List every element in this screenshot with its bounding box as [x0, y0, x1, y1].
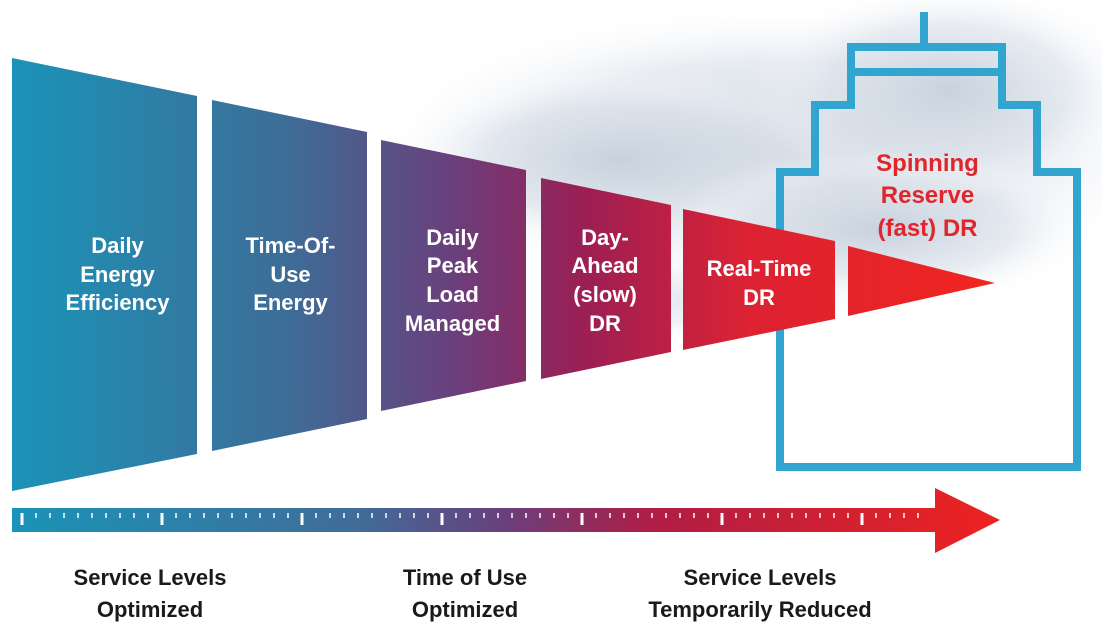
progression-arrow: [12, 488, 1000, 553]
segment-real-time-dr: [683, 209, 835, 350]
label-day-ahead-dr: Day- Ahead (slow) DR: [571, 224, 639, 336]
label-time-of-use-energy: Time-Of- Use Energy: [245, 233, 336, 316]
label-daily-peak-load-managed: Daily Peak Load Managed: [404, 224, 501, 336]
caption-service-levels-temporarily-reduced: Service Levels Temporarily Reduced: [648, 565, 872, 622]
segment-daily-energy-efficiency: [12, 58, 197, 491]
segment-spinning-reserve: [848, 246, 995, 316]
caption-time-of-use-optimized: Time of Use Optimized: [402, 565, 528, 622]
segment-day-ahead-dr: [541, 178, 671, 379]
segment-daily-peak-load: [381, 140, 526, 411]
label-daily-energy-efficiency: Daily Energy Efficiency: [65, 233, 170, 316]
label-real-time-dr: Real-Time DR: [706, 256, 812, 310]
label-spinning-reserve-dr: Spinning Reserve (fast) DR: [876, 150, 979, 242]
arrow-tick-marks: [20, 513, 919, 525]
house-outline: [776, 12, 1081, 471]
wedge-segments: [12, 58, 995, 491]
segment-time-of-use-energy: [212, 100, 367, 451]
caption-service-levels-optimized: Service Levels Optimized: [73, 565, 227, 622]
